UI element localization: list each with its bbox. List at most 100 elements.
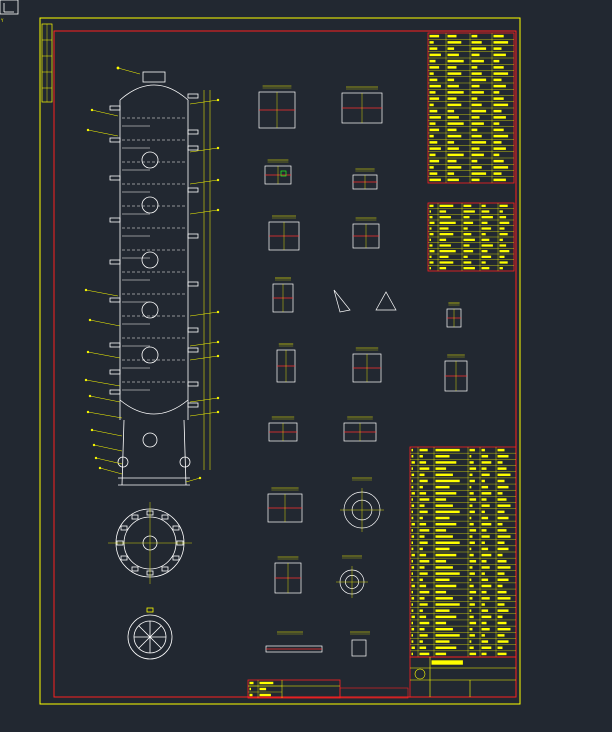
parts-list-table[interactable] xyxy=(409,446,517,658)
table-cell-text xyxy=(481,461,492,464)
table-cell-text xyxy=(249,687,251,691)
table-cell-text xyxy=(481,261,486,264)
leader-dot xyxy=(216,208,220,212)
table-cell-text xyxy=(411,640,414,643)
table-cell-text xyxy=(469,516,472,520)
table-cell-text xyxy=(493,147,506,150)
table-cell-text xyxy=(419,547,423,551)
revision-block[interactable] xyxy=(247,679,409,699)
table-cell-text xyxy=(469,504,473,507)
table-cell-text xyxy=(419,498,430,501)
nozzle-left xyxy=(109,175,121,181)
table-cell-text xyxy=(481,448,485,452)
table-cell-text xyxy=(419,566,425,569)
leader-line xyxy=(189,411,219,417)
table-cell-text xyxy=(435,535,453,538)
table-cell-text xyxy=(435,640,450,643)
table-cell-text xyxy=(435,578,450,582)
nozzle-right xyxy=(187,347,199,353)
leader-line xyxy=(189,341,219,347)
table-cell-text xyxy=(411,492,415,495)
table-cell-text xyxy=(497,621,507,625)
title-block[interactable] xyxy=(409,656,517,698)
table-cell-text xyxy=(497,529,507,532)
leader-line xyxy=(89,395,121,403)
plan-nozzle xyxy=(161,514,169,520)
table-cell-text xyxy=(497,590,507,594)
table-cell-text xyxy=(481,652,487,656)
table-cell-text xyxy=(481,267,490,270)
table-cell-text xyxy=(493,128,504,132)
table-cell-text xyxy=(411,560,413,563)
nozzle-schedule-table[interactable] xyxy=(427,202,515,272)
table-cell-text xyxy=(469,609,472,612)
table-cell-text xyxy=(419,448,428,452)
nozzle-left xyxy=(109,105,121,111)
table-cell-text xyxy=(429,53,441,57)
table-cell-text xyxy=(429,41,434,44)
table-cell-text xyxy=(259,681,274,685)
table-cell-text xyxy=(429,153,436,157)
table-cell-text xyxy=(499,244,507,247)
table-cell-text xyxy=(447,122,464,125)
technical-characteristics-table[interactable] xyxy=(427,32,515,184)
table-cell-text xyxy=(429,166,434,169)
table-cell-text xyxy=(493,153,500,157)
table-cell-text xyxy=(471,66,478,69)
table-cell-text xyxy=(411,615,415,619)
leader-dot xyxy=(86,410,90,414)
table-cell-text xyxy=(435,448,460,452)
table-cell-text xyxy=(429,210,431,213)
leader-dot xyxy=(216,354,220,358)
table-cell-text xyxy=(419,516,423,520)
table-cell-text xyxy=(435,652,447,656)
table-cell-text xyxy=(419,535,425,538)
table-cell-text xyxy=(497,578,509,582)
table-cell-text xyxy=(471,166,482,169)
table-cell-text xyxy=(435,590,447,594)
table-cell-text xyxy=(497,461,503,464)
table-cell-text xyxy=(493,178,506,182)
table-cell-text xyxy=(435,541,460,544)
table-cell-text xyxy=(497,485,509,489)
leader-dot xyxy=(90,428,94,432)
leader-line xyxy=(91,429,123,437)
table-cell-text xyxy=(471,84,480,88)
leader-dot xyxy=(216,146,220,150)
table-cell-text xyxy=(481,221,488,224)
leader-line xyxy=(95,457,123,465)
table-cell-text xyxy=(435,560,447,563)
table-cell-text xyxy=(429,233,434,236)
leader-line xyxy=(189,209,219,215)
table-cell-text xyxy=(411,609,414,612)
table-cell-text xyxy=(493,47,502,50)
table-cell-text xyxy=(447,59,464,63)
detail-views[interactable] xyxy=(258,85,468,657)
company-logo-icon xyxy=(414,668,426,680)
nozzle-right xyxy=(187,187,199,193)
table-cell-text xyxy=(439,267,447,270)
table-cell-text xyxy=(419,492,427,495)
table-cell-text xyxy=(469,640,472,643)
table-cell-text xyxy=(249,693,253,697)
table-cell-text xyxy=(497,492,503,495)
plan-nozzle xyxy=(120,525,128,531)
table-cell-text xyxy=(429,84,441,88)
plan-nozzle xyxy=(172,555,180,561)
table-cell-text xyxy=(411,541,413,544)
table-cell-text xyxy=(469,461,474,464)
tower-plan-view-lower[interactable] xyxy=(127,607,173,660)
table-cell-text xyxy=(429,103,434,107)
table-cell-text xyxy=(493,97,504,100)
leader-dot xyxy=(84,288,88,292)
tower-elevation-view[interactable] xyxy=(109,71,211,486)
tower-plan-view-upper[interactable] xyxy=(108,502,192,584)
table-cell-text xyxy=(481,572,485,575)
table-cell-text xyxy=(435,547,450,551)
table-cell-text xyxy=(419,455,423,458)
table-cell-text xyxy=(469,510,475,514)
table-cell-text xyxy=(497,498,507,501)
table-cell-text xyxy=(481,522,492,526)
table-cell-text xyxy=(471,147,480,150)
